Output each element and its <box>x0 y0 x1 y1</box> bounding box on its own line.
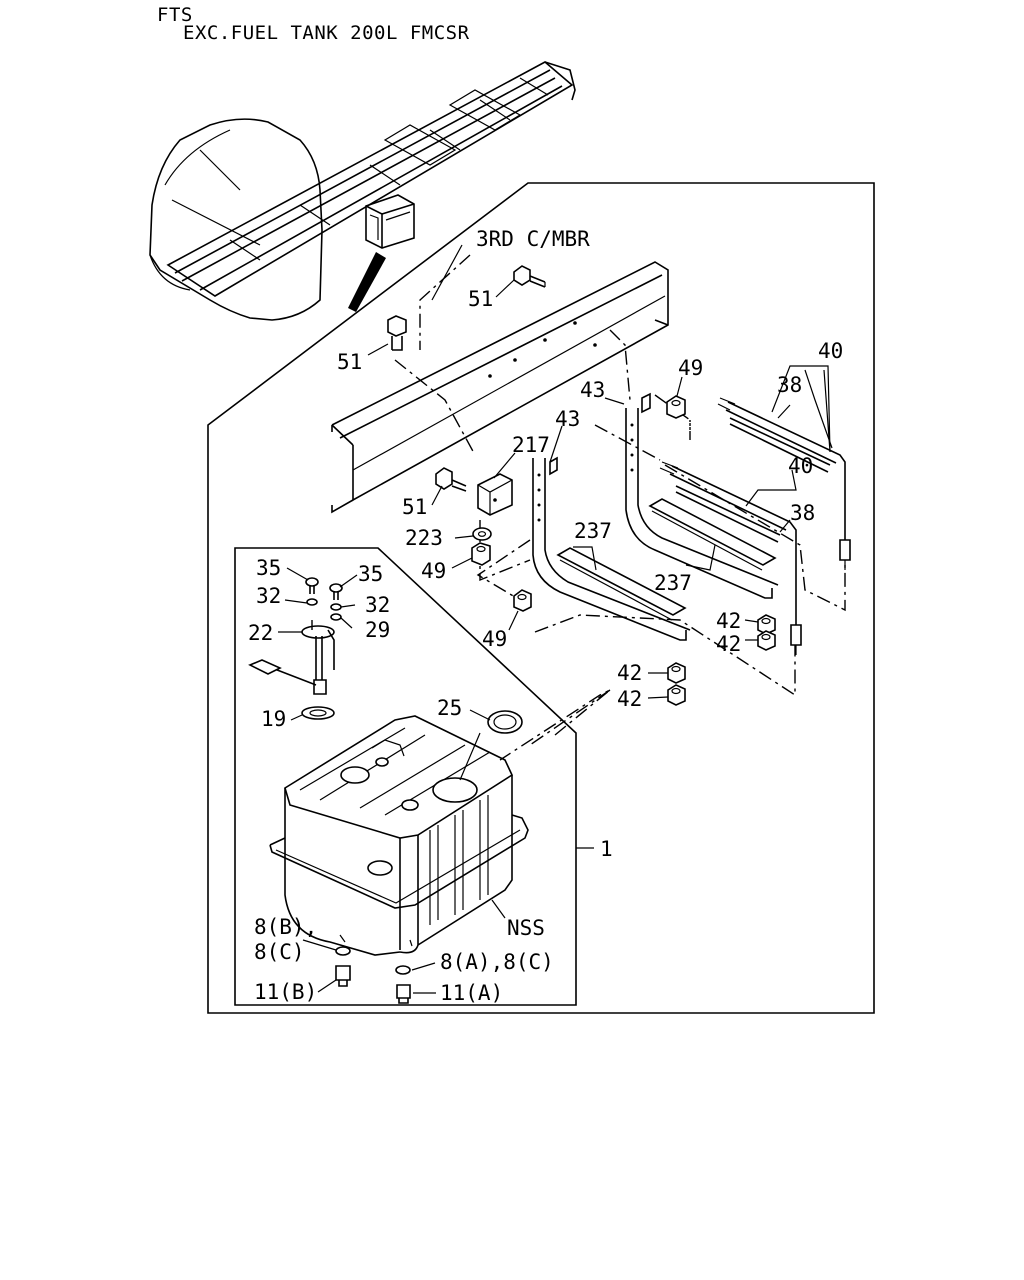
label-3rd-crossmember: 3RD C/MBR <box>476 227 590 251</box>
header-description: EXC.FUEL TANK 200L FMCSR <box>183 22 470 44</box>
strap-38-lower <box>675 485 781 543</box>
washer-32-right <box>330 603 342 611</box>
label-11b: 11(B) <box>254 980 317 1004</box>
bracket-217 <box>477 473 513 516</box>
nut-49-left <box>471 542 491 566</box>
detail-frame <box>207 182 875 1014</box>
label-223: 223 <box>405 526 443 550</box>
screw-35-right <box>329 583 343 600</box>
label-49-center: 49 <box>482 627 507 651</box>
bolt-51-upper <box>513 265 546 288</box>
label-42-a: 42 <box>716 609 741 633</box>
label-nss: NSS <box>507 916 545 940</box>
label-8a-8c: 8(A),8(C) <box>440 950 554 974</box>
label-25: 25 <box>437 696 462 720</box>
label-51-left: 51 <box>337 350 362 374</box>
label-40-upper: 40 <box>818 339 843 363</box>
washer-223 <box>472 527 492 541</box>
bolt-51-lower <box>435 467 467 492</box>
nut-49-right <box>666 395 686 419</box>
strap-43-rear <box>625 392 779 599</box>
tank-group-frame <box>234 547 577 1006</box>
label-42-b: 42 <box>716 632 741 656</box>
label-35-left: 35 <box>256 556 281 580</box>
washer-32-left <box>306 598 318 606</box>
washer-29 <box>330 613 342 621</box>
nut-49-center <box>513 589 532 612</box>
label-49-left: 49 <box>421 559 446 583</box>
label-42-d: 42 <box>617 687 642 711</box>
nut-42-d <box>667 684 686 706</box>
label-38-upper: 38 <box>777 373 802 397</box>
label-237-front: 237 <box>574 519 612 543</box>
fuel-tank <box>269 715 529 956</box>
label-29: 29 <box>365 618 390 642</box>
label-51-lower: 51 <box>402 495 427 519</box>
nut-42-b <box>757 630 776 651</box>
drain-plug-11b <box>335 965 351 987</box>
label-8c: 8(C) <box>254 940 305 964</box>
third-crossmember <box>331 261 669 514</box>
label-32-left: 32 <box>256 584 281 608</box>
strap-40-lower <box>659 461 802 655</box>
nut-42-c <box>667 662 686 684</box>
rubber-pad-237-front <box>556 547 687 621</box>
washer-8b-8c <box>335 946 351 956</box>
label-11a: 11(A) <box>440 981 503 1005</box>
label-237-rear: 237 <box>654 571 692 595</box>
label-38-lower: 38 <box>790 501 815 525</box>
strap-43-front <box>532 456 691 641</box>
gasket-19 <box>301 706 335 720</box>
label-217: 217 <box>512 433 550 457</box>
cap-gasket-25 <box>487 710 523 734</box>
rubber-pad-237-rear <box>648 498 777 571</box>
label-43-rear: 43 <box>580 378 605 402</box>
label-49-right: 49 <box>678 356 703 380</box>
strap-40-upper <box>717 397 851 570</box>
strap-38-upper <box>729 417 831 473</box>
label-32-right: 32 <box>365 593 390 617</box>
fuel-gauge-unit-22 <box>248 620 335 695</box>
washer-8a-8c <box>395 965 411 975</box>
label-1: 1 <box>600 837 613 861</box>
label-8b: 8(B), <box>254 915 317 939</box>
bolt-51-left <box>387 315 407 351</box>
label-43-front: 43 <box>555 407 580 431</box>
screw-35-left <box>305 577 319 594</box>
label-51-upper: 51 <box>468 287 493 311</box>
label-19: 19 <box>261 707 286 731</box>
label-40-lower: 40 <box>788 454 813 478</box>
truck-chassis-overview <box>149 61 576 321</box>
label-42-c: 42 <box>617 661 642 685</box>
nut-42-a <box>757 614 776 635</box>
label-35-right: 35 <box>358 562 383 586</box>
label-22: 22 <box>248 621 273 645</box>
header-code: FTS <box>157 4 193 26</box>
drain-plug-11a <box>396 984 411 1004</box>
